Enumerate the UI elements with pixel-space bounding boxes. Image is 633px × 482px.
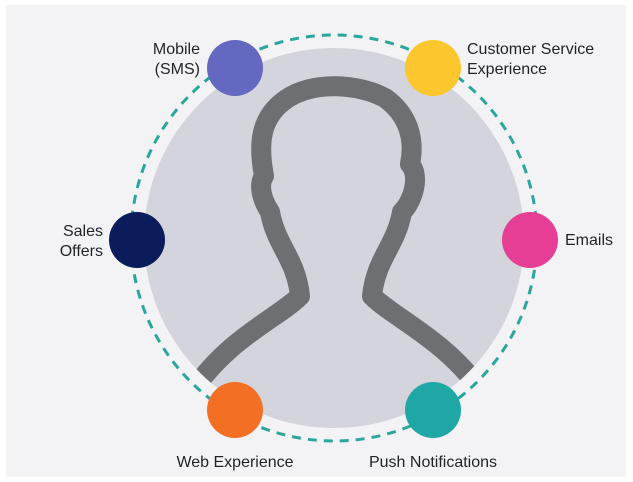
label-push-notifications-line-1: Push Notifications [368,454,498,471]
label-customer-service-line-1: Customer Service [467,41,595,58]
node-customer-service [405,40,461,96]
node-web-experience [207,382,263,438]
label-mobile-line-2: (SMS) [154,61,200,78]
node-push-notifications [405,382,461,438]
node-mobile [207,40,263,96]
label-mobile: Mobile (SMS) [153,40,200,80]
label-web-experience: Web Experience [162,453,308,473]
label-customer-service-line-2: Experience [467,61,548,78]
label-sales-offers: Sales Offers [60,222,103,262]
node-emails [502,212,558,268]
person-silhouette-icon [182,76,492,402]
label-emails-line-1: Emails [565,232,614,249]
label-mobile-line-1: Mobile [152,41,200,58]
label-customer-service: Customer Service Experience [467,40,594,80]
label-sales-offers-line-2: Offers [59,243,103,260]
label-sales-offers-line-1: Sales [62,223,103,240]
label-push-notifications: Push Notifications [358,453,508,473]
label-emails: Emails [565,231,613,251]
node-sales-offers [109,212,165,268]
label-web-experience-line-1: Web Experience [176,454,294,471]
